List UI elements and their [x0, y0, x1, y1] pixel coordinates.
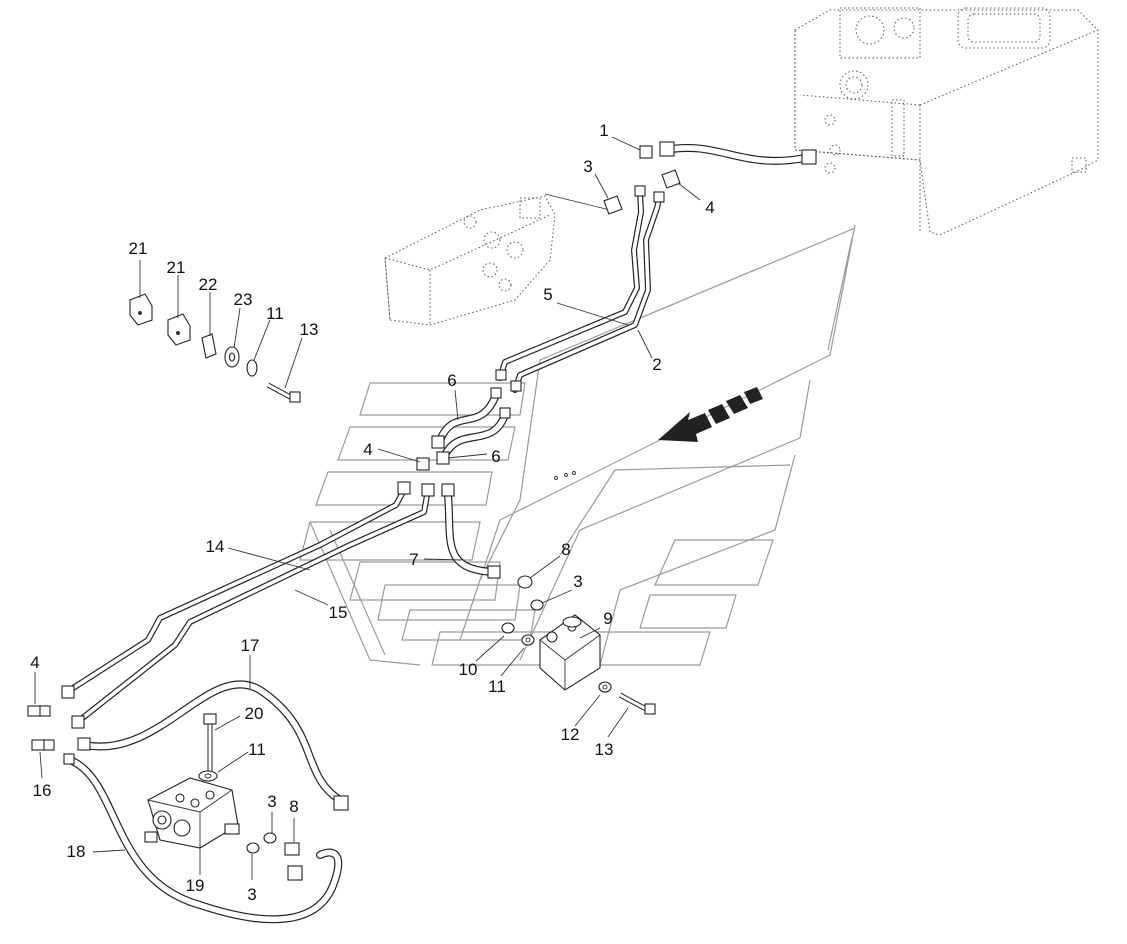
pipe-15 — [77, 487, 431, 723]
callout-4: 4 — [363, 440, 372, 459]
callout-15: 15 — [329, 603, 348, 622]
callout-10: 10 — [459, 660, 478, 679]
leader-lines — [34, 136, 701, 880]
callout-3: 3 — [583, 157, 592, 176]
valve-block-9 — [539, 614, 601, 691]
main-control-valve — [384, 193, 611, 326]
callout-7: 7 — [409, 550, 418, 569]
bolt-20 — [198, 713, 218, 782]
callout-8: 8 — [561, 540, 570, 559]
small-fittings-mid — [501, 575, 612, 693]
callout-11: 11 — [488, 677, 506, 696]
callout-6: 6 — [447, 371, 456, 390]
callout-4: 4 — [30, 653, 39, 672]
callouts: 1 2 3 3 3 3 4 4 4 5 6 6 7 8 8 9 10 11 11… — [30, 121, 714, 904]
callout-5: 5 — [543, 285, 552, 304]
callout-12: 12 — [561, 725, 580, 744]
clamp-hardware — [129, 293, 301, 403]
callout-9: 9 — [603, 609, 612, 628]
callout-13: 13 — [300, 320, 319, 339]
callout-1: 1 — [599, 121, 608, 140]
fittings-lower-left — [27, 705, 300, 856]
pipe-2 — [512, 192, 663, 393]
bolt-13-lower — [618, 692, 656, 715]
hose-7 — [441, 483, 501, 579]
callout-18: 18 — [67, 842, 86, 861]
callout-11: 11 — [266, 304, 284, 323]
direction-arrow — [658, 387, 763, 442]
pipe-14 — [67, 485, 408, 693]
callout-3: 3 — [247, 885, 256, 904]
callout-8: 8 — [289, 797, 298, 816]
callout-16: 16 — [33, 781, 52, 800]
hose-17 — [77, 680, 349, 811]
callout-3: 3 — [267, 792, 276, 811]
callout-6: 6 — [491, 447, 500, 466]
callout-21: 21 — [167, 258, 186, 277]
callout-19: 19 — [186, 876, 205, 895]
callout-3: 3 — [573, 572, 582, 591]
pipe-ends — [61, 481, 435, 729]
callout-17: 17 — [241, 636, 260, 655]
fittings-top — [495, 169, 681, 392]
callout-13: 13 — [595, 740, 614, 759]
callout-2: 2 — [652, 355, 661, 374]
callout-14: 14 — [206, 537, 225, 556]
tank-return-hose — [639, 141, 817, 165]
valve-19 — [144, 777, 240, 849]
callout-4: 4 — [705, 198, 714, 217]
callout-22: 22 — [199, 275, 218, 294]
callout-11: 11 — [248, 740, 266, 759]
chassis-outline — [299, 224, 856, 666]
hydraulic-tank — [794, 7, 1099, 236]
callout-20: 20 — [245, 704, 264, 723]
callout-23: 23 — [234, 290, 253, 309]
callout-21: 21 — [129, 239, 148, 258]
hose-18 — [63, 753, 343, 924]
pipe-5 — [497, 189, 644, 381]
hose-6-pair — [416, 387, 511, 471]
